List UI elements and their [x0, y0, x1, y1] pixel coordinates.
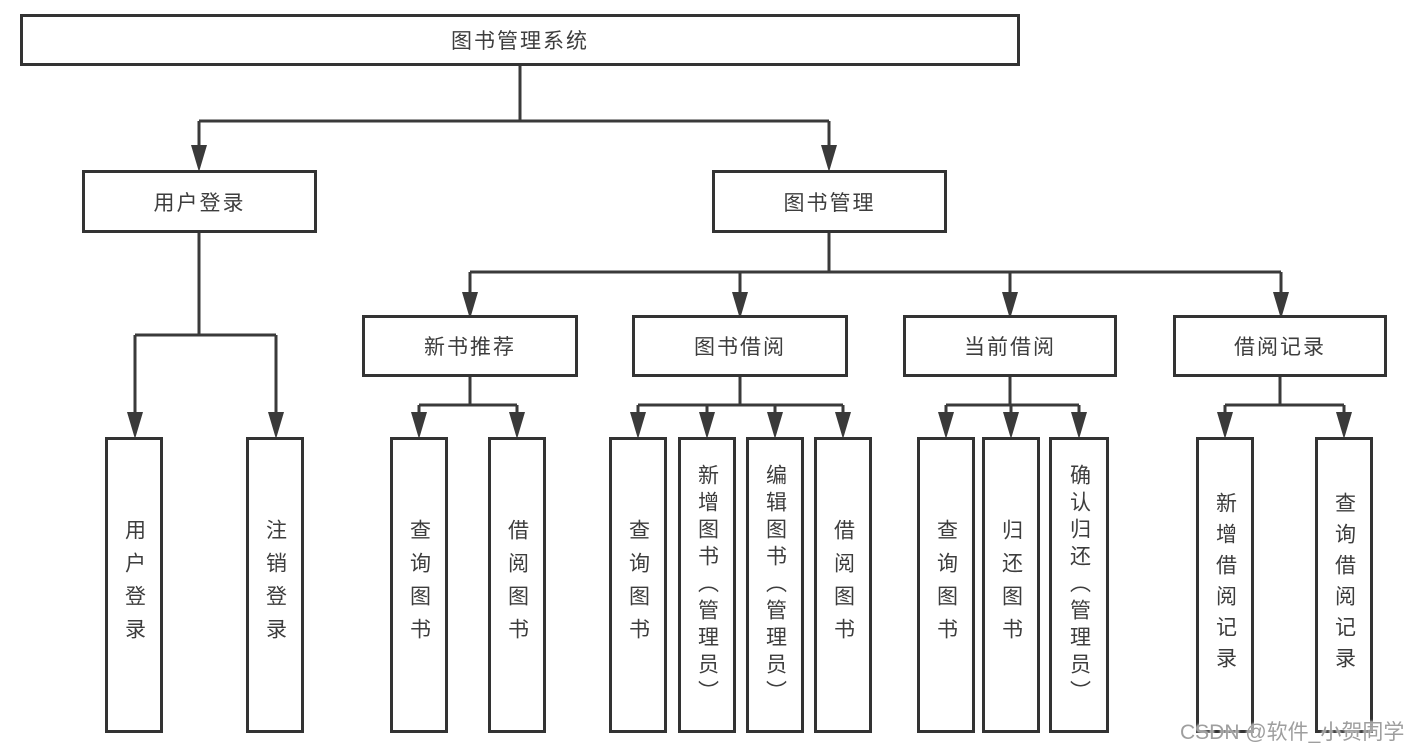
connector-userlogin-to-leaves [133, 233, 278, 433]
leaf-label: 归还图书 [999, 519, 1023, 651]
node-label: 新书推荐 [424, 336, 516, 359]
csdn-watermark: CSDN @软件_小贺同学 [1180, 721, 1405, 744]
arrowhead-icon [1002, 292, 1018, 319]
node-current-borrowing: 当前借阅 [903, 315, 1117, 377]
node-label: 图书借阅 [694, 336, 786, 359]
leaf-return-books: 归还图书 [982, 437, 1040, 733]
arrowhead-icon [411, 412, 427, 439]
leaf-label: 查询图书 [626, 519, 650, 651]
arrowhead-icon [732, 292, 748, 319]
connector-borrow-to-leaves [636, 377, 845, 433]
node-library-system: 图书管理系统 [20, 14, 1020, 66]
node-label: 图书管理 [783, 191, 876, 215]
arrowhead-icon [1273, 292, 1289, 319]
leaf-label: 查询借阅记录 [1332, 492, 1356, 678]
node-book-borrowing: 图书借阅 [632, 315, 848, 377]
leaf-add-borrow-record: 新增借阅记录 [1196, 437, 1254, 733]
leaf-label: 编辑图书（管理员） [763, 463, 787, 707]
leaf-query-books-recommend: 查询图书 [390, 437, 448, 733]
arrowhead-icon [1071, 412, 1087, 439]
leaf-label: 借阅图书 [505, 519, 529, 651]
leaf-label: 用户登录 [122, 519, 146, 651]
arrowhead-icon [268, 412, 284, 439]
leaf-label: 新增借阅记录 [1213, 492, 1237, 678]
arrowhead-icon [938, 412, 954, 439]
connector-records-to-leaves [1223, 377, 1346, 433]
node-label: 图书管理系统 [451, 30, 589, 53]
leaf-label: 新增图书（管理员） [695, 463, 719, 707]
leaf-edit-book-admin: 编辑图书（管理员） [746, 437, 804, 733]
leaf-borrow-books: 借阅图书 [814, 437, 872, 733]
leaf-borrow-books-recommend: 借阅图书 [488, 437, 546, 733]
leaf-label: 注销登录 [263, 519, 287, 651]
arrowhead-icon [699, 412, 715, 439]
leaf-query-borrow-record: 查询借阅记录 [1315, 437, 1373, 733]
leaf-label: 借阅图书 [831, 519, 855, 651]
node-book-management: 图书管理 [712, 170, 947, 233]
arrowhead-icon [191, 145, 207, 172]
arrowhead-icon [821, 145, 837, 172]
leaf-confirm-return-admin: 确认归还（管理员） [1049, 437, 1109, 733]
arrowhead-icon [630, 412, 646, 439]
arrowhead-icon [1217, 412, 1233, 439]
node-borrowing-records: 借阅记录 [1173, 315, 1387, 377]
arrowhead-icon [835, 412, 851, 439]
leaf-query-books-borrowing: 查询图书 [609, 437, 667, 733]
arrowhead-icon [767, 412, 783, 439]
node-label: 借阅记录 [1234, 336, 1326, 359]
node-label: 用户登录 [153, 191, 246, 215]
leaf-user-login: 用户登录 [105, 437, 163, 733]
arrowhead-icon [509, 412, 525, 439]
leaf-label: 查询图书 [934, 519, 958, 651]
arrowhead-icon [127, 412, 143, 439]
arrowheads [127, 145, 1352, 439]
connector-root-to-level2 [197, 66, 831, 166]
leaf-query-books-current: 查询图书 [917, 437, 975, 733]
leaf-logout: 注销登录 [246, 437, 304, 733]
connector-bookmgmt-to-level3 [468, 233, 1283, 311]
leaf-label: 确认归还（管理员） [1067, 463, 1091, 707]
node-new-book-recommend: 新书推荐 [362, 315, 578, 377]
node-user-login: 用户登录 [82, 170, 317, 233]
arrowhead-icon [1336, 412, 1352, 439]
leaf-add-book-admin: 新增图书（管理员） [678, 437, 736, 733]
arrowhead-icon [1003, 412, 1019, 439]
leaf-label: 查询图书 [407, 519, 431, 651]
node-label: 当前借阅 [964, 336, 1056, 359]
arrowhead-icon [462, 292, 478, 319]
connector-newbook-to-leaves [417, 377, 519, 433]
